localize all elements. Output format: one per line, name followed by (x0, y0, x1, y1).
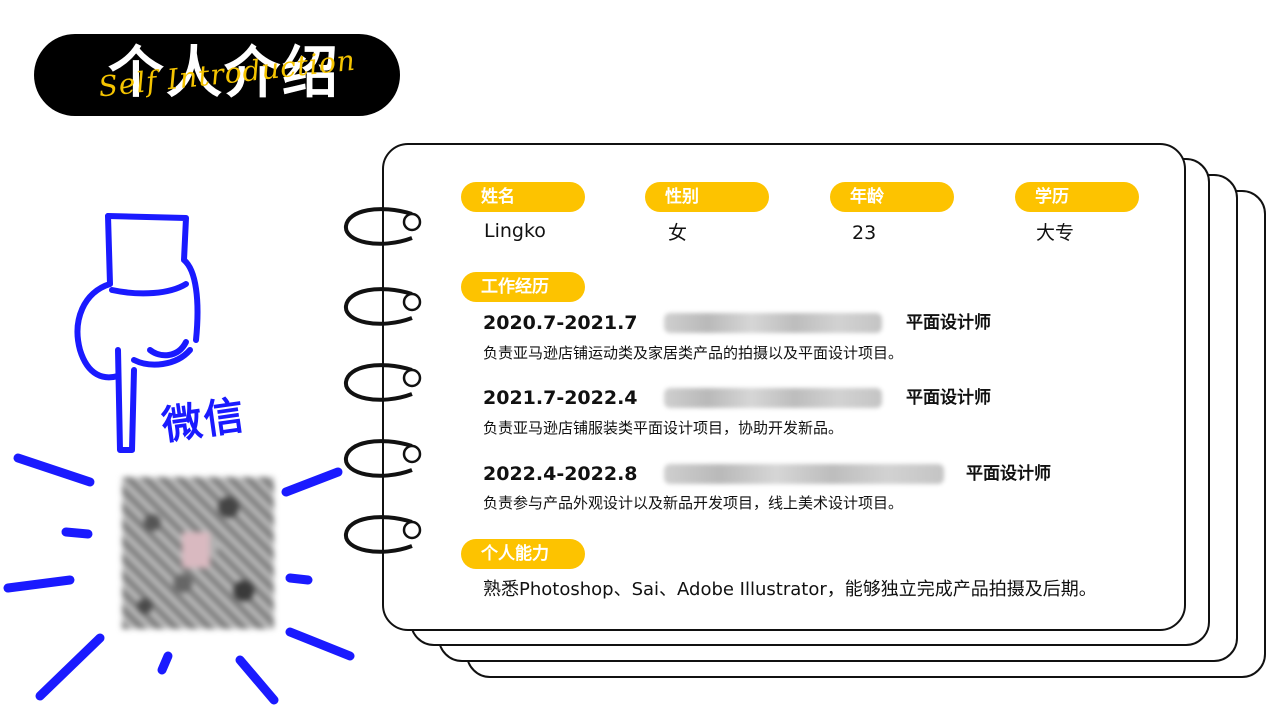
company-name-redacted (664, 464, 944, 484)
work-section-label: 工作经历 (461, 272, 585, 302)
skills-section-label: 个人能力 (461, 539, 585, 569)
info-label-gender: 性别 (645, 182, 769, 212)
info-label-education: 学历 (1015, 182, 1139, 212)
info-value-name: Lingko (484, 220, 546, 242)
work-period: 2021.7-2022.4 (483, 387, 638, 409)
info-value-education: 大专 (1036, 222, 1075, 244)
company-name-redacted (664, 313, 882, 333)
pointing-hand-icon (3, 213, 355, 705)
work-period: 2020.7-2021.7 (483, 312, 638, 334)
company-name-redacted (664, 388, 882, 408)
work-description: 负责亚马逊店铺运动类及家居类产品的拍摄以及平面设计项目。 (483, 344, 904, 362)
work-description: 负责亚马逊店铺服装类平面设计项目，协助开发新品。 (483, 419, 844, 437)
qr-center-logo (182, 532, 210, 568)
title-pill (34, 34, 400, 116)
work-role: 平面设计师 (906, 313, 991, 333)
info-value-age: 23 (852, 222, 877, 244)
work-role: 平面设计师 (966, 464, 1051, 484)
spiral-ring-icon (344, 207, 422, 554)
page-title: 个人介绍 (108, 41, 340, 106)
work-role: 平面设计师 (906, 388, 991, 408)
work-period: 2022.4-2022.8 (483, 463, 638, 485)
info-value-gender: 女 (668, 222, 688, 244)
work-description: 负责参与产品外观设计以及新品开发项目，线上美术设计项目。 (483, 494, 904, 512)
qr-code-icon (122, 477, 274, 629)
info-label-age: 年龄 (830, 182, 954, 212)
info-label-name: 姓名 (461, 182, 585, 212)
skills-text: 熟悉Photoshop、Sai、Adobe Illustrator，能够独立完成… (483, 579, 1097, 600)
